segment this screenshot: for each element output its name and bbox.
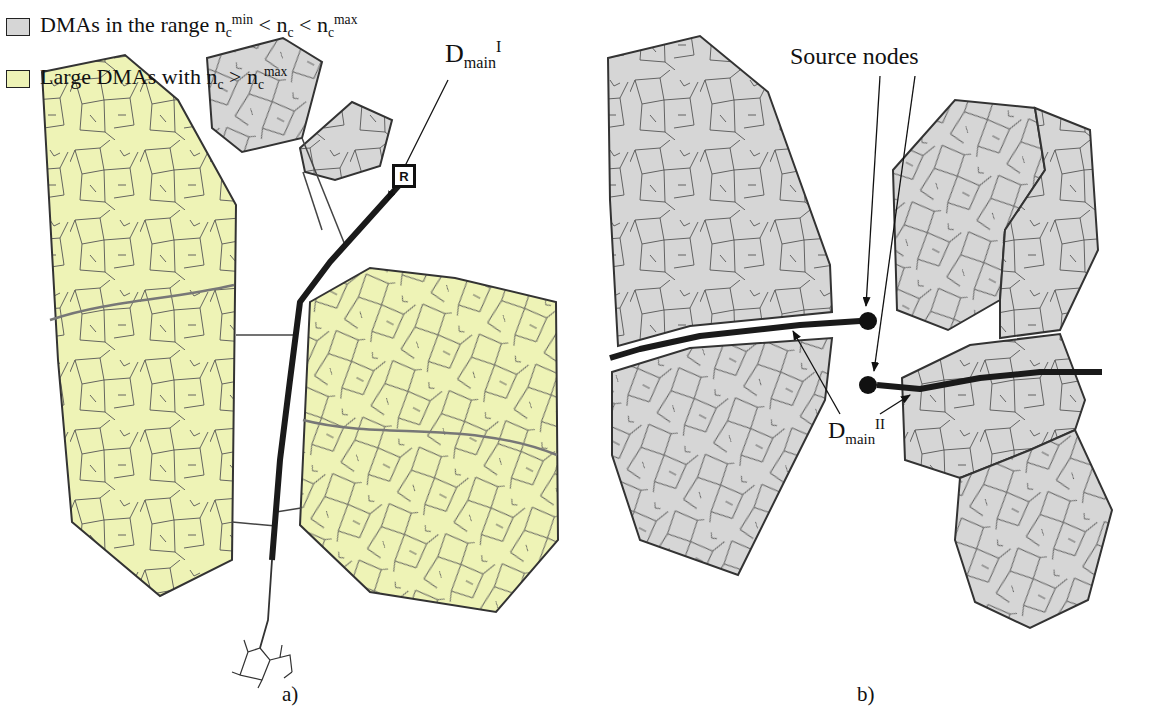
superscript: II (875, 416, 885, 432)
large-dma-fill (300, 268, 558, 612)
connection-pipe (302, 138, 345, 245)
dma-fill (955, 430, 1112, 628)
dma-outline (608, 36, 832, 346)
superscript: max (264, 64, 287, 79)
main-pipe (877, 372, 1102, 389)
legend-text: DMAs in the range ncmin < nc < ncmax (40, 12, 357, 38)
superscript: min (232, 12, 253, 27)
dma-outline (1000, 108, 1098, 338)
dma-fill (608, 36, 832, 346)
node-label: R (399, 170, 408, 183)
dma-outline (955, 430, 1112, 628)
main-pipe (272, 182, 402, 560)
leader-arrow (866, 76, 880, 306)
subscript: main (464, 54, 496, 71)
large-dma-outline (42, 55, 236, 596)
annotation-label: a) (282, 682, 298, 707)
annotation-label: Source nodes (790, 42, 919, 71)
dma-fill (207, 38, 322, 152)
connection-pipe (236, 334, 294, 336)
subscript: c (258, 77, 264, 92)
annotation-label: DmainII (828, 416, 885, 445)
subscript: c (217, 77, 223, 92)
dma-zones-a (42, 38, 558, 612)
source-node (859, 312, 877, 330)
annotation-label: DmainI (445, 38, 501, 69)
subscript: c (287, 25, 293, 40)
leader-arrow (793, 331, 840, 414)
legend-swatch (6, 70, 30, 88)
dma-fill (612, 338, 832, 575)
leader-arrow (880, 395, 910, 414)
dma-outline (207, 38, 322, 152)
connection-pipe (276, 508, 301, 512)
leader-arrow (874, 76, 915, 371)
subscript: c (328, 25, 334, 40)
dma-boundary-pipe (50, 285, 234, 320)
small-network (232, 640, 292, 688)
source-node (859, 376, 877, 394)
legend-swatch (6, 18, 30, 36)
legend-text: Large DMAs with nc > ncmax (40, 64, 287, 90)
subscript: main (845, 431, 875, 447)
connection-pipe (260, 560, 272, 648)
leader-arrow (388, 80, 448, 200)
large-dma-fill (42, 55, 236, 596)
dma-fill (1000, 108, 1098, 338)
subscript: c (226, 25, 232, 40)
large-dma-outline (300, 268, 558, 612)
reservoir-box: R (392, 164, 416, 188)
dma-outline (612, 338, 832, 575)
dma-zones-b (608, 36, 1112, 628)
superscript: max (334, 12, 357, 27)
dma-boundary-pipe (303, 420, 557, 455)
annotation-label: b) (857, 682, 875, 707)
main-pipe (610, 321, 860, 358)
connection-pipe (232, 522, 276, 526)
superscript: I (496, 38, 501, 55)
